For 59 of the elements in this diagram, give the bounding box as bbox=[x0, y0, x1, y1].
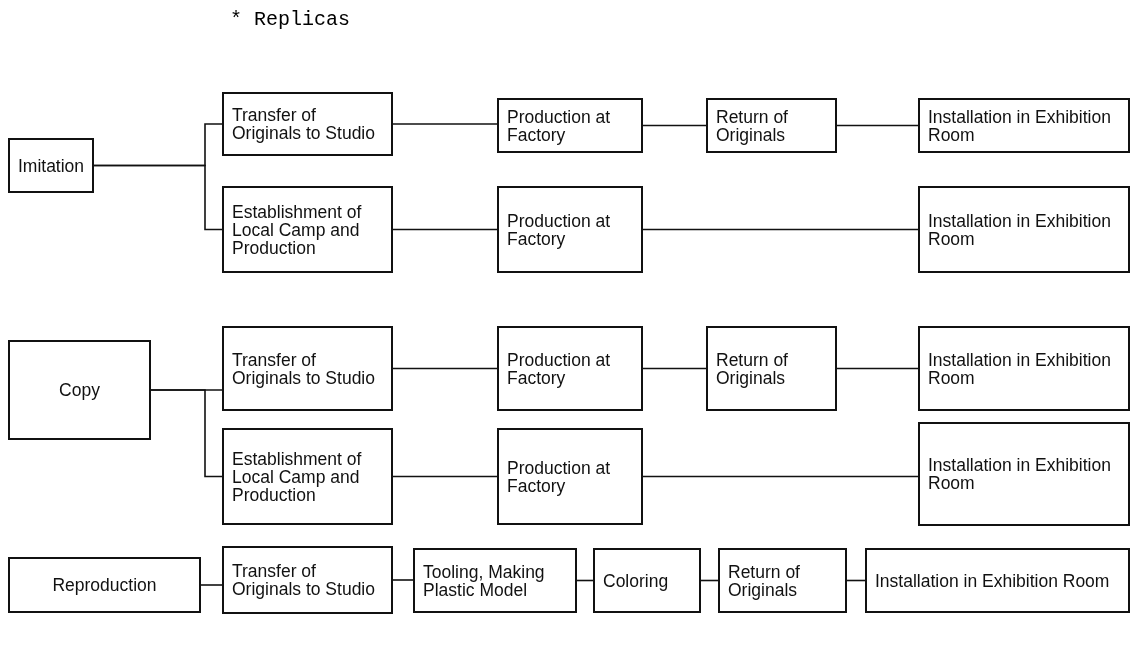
category-box bbox=[8, 138, 94, 193]
connector-line bbox=[392, 123, 498, 125]
process-box bbox=[918, 186, 1130, 273]
box-label: Production at Factory bbox=[507, 458, 612, 495]
box-label: Reproduction bbox=[52, 576, 157, 594]
box-label: Production at Factory bbox=[507, 211, 612, 248]
box-label: Production at Factory bbox=[507, 107, 612, 144]
connector-line bbox=[642, 228, 919, 231]
connector-line bbox=[392, 228, 498, 231]
process-box bbox=[865, 548, 1130, 613]
box-label: Establishment of Local Camp and Production bbox=[232, 202, 363, 257]
box-label: Establishment of Local Camp and Production bbox=[232, 449, 363, 504]
process-box bbox=[497, 186, 643, 273]
process-box bbox=[222, 428, 393, 525]
connector-line bbox=[93, 164, 223, 231]
box-label: Installation in Exhibition Room bbox=[928, 107, 1112, 144]
process-box bbox=[497, 428, 643, 525]
box-label: Return of Originals bbox=[716, 107, 789, 144]
box-label: Installation in Exhibition Room bbox=[928, 350, 1112, 387]
process-box bbox=[222, 326, 393, 411]
category-box bbox=[8, 557, 201, 613]
diagram-title: * Replicas bbox=[230, 8, 351, 31]
process-box bbox=[706, 326, 837, 411]
box-label: Installation in Exhibition Room bbox=[928, 211, 1112, 248]
process-box bbox=[497, 326, 643, 411]
box-label: Return of Originals bbox=[728, 562, 801, 599]
category-box bbox=[8, 340, 151, 440]
connector-line bbox=[392, 475, 498, 478]
connector-line bbox=[836, 124, 919, 127]
box-label: Copy bbox=[59, 381, 100, 399]
connector-line bbox=[642, 475, 919, 478]
connector-line bbox=[642, 367, 707, 370]
process-box bbox=[497, 98, 643, 153]
box-label: Transfer of Originals to Studio bbox=[232, 562, 376, 598]
box-label: Transfer of Originals to Studio bbox=[232, 106, 376, 142]
connector-line bbox=[392, 367, 498, 370]
box-label: Tooling, Making Plastic Model bbox=[423, 562, 546, 599]
connector-line bbox=[200, 584, 223, 586]
box-label: Return of Originals bbox=[716, 350, 789, 387]
connector-line bbox=[642, 124, 707, 127]
process-box bbox=[918, 326, 1130, 411]
connector-line bbox=[836, 367, 919, 370]
box-label: Production at Factory bbox=[507, 350, 612, 387]
process-box bbox=[222, 92, 393, 156]
process-box bbox=[413, 548, 577, 613]
box-label: Installation in Exhibition Room bbox=[875, 571, 1110, 590]
process-box bbox=[706, 98, 837, 153]
box-label: Imitation bbox=[17, 156, 85, 175]
process-box bbox=[222, 186, 393, 273]
box-label: Coloring bbox=[603, 571, 669, 590]
process-box bbox=[718, 548, 847, 613]
process-box bbox=[918, 98, 1130, 153]
process-box bbox=[593, 548, 701, 613]
box-label: Transfer of Originals to Studio bbox=[232, 350, 376, 387]
connector-line bbox=[150, 389, 223, 478]
connector-line bbox=[392, 579, 414, 581]
process-box bbox=[918, 422, 1130, 526]
box-label: Installation in Exhibition Room bbox=[928, 456, 1112, 492]
process-box bbox=[222, 546, 393, 614]
